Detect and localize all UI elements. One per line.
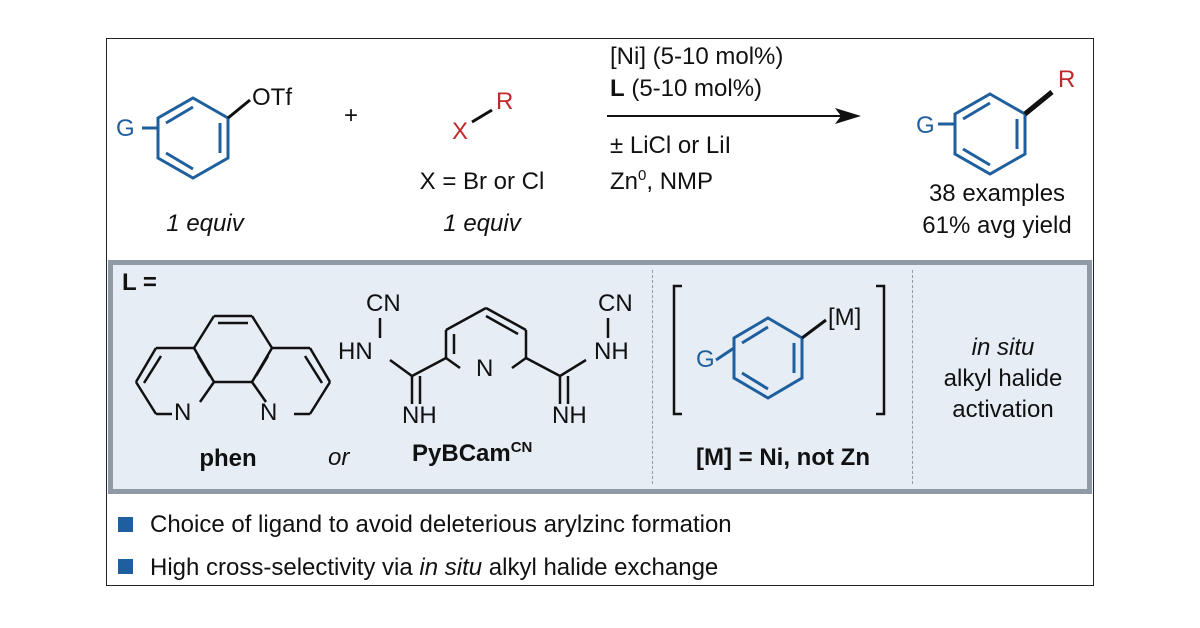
pybcam-structure (378, 306, 610, 404)
ligand-panel (108, 260, 1092, 494)
aryl-equiv-label: 1 equiv (166, 210, 244, 237)
phen-structure (134, 314, 332, 416)
pybcam-name: PyBCamCN (412, 440, 532, 466)
metal-identity-caption: [M] = Ni, not Zn (696, 444, 870, 471)
bullet-2-post: alkyl halide exchange (482, 554, 719, 581)
pybcam-name-sup: CN (510, 439, 533, 456)
arylmetal-g-label: G (696, 346, 715, 373)
catalyst-condition: [Ni] (5-10 mol%) (610, 43, 784, 70)
bullet-marker-2 (118, 559, 133, 574)
phen-n-right: N (260, 399, 278, 426)
average-yield: 61% avg yield (922, 212, 1072, 239)
panel-divider-2 (912, 270, 913, 484)
arylmetal-structure (672, 284, 886, 416)
pybcam-name-main: PyBCam (412, 440, 511, 467)
ligand-l-label: L (610, 75, 625, 102)
reductant-condition: Zn0, NMP (610, 168, 713, 194)
product-structure (938, 90, 1054, 176)
bullet-2-pre: High cross-selectivity via (150, 554, 420, 581)
alkyl-equiv-label: 1 equiv (443, 210, 521, 237)
otf-label: OTf (252, 84, 292, 111)
bullet-text-1: Choice of ligand to avoid deleterious ar… (150, 511, 732, 538)
activation-line-3: activation (952, 396, 1054, 423)
pybcam-pyridine-n: N (476, 355, 494, 382)
arylmetal-metal-label: [M] (828, 304, 862, 331)
examples-count: 38 examples (928, 180, 1066, 207)
aryl-g-label: G (116, 115, 135, 142)
ligand-condition: L (5-10 mol%) (610, 77, 762, 101)
product-r-label: R (1058, 66, 1076, 93)
alkyl-halide-bond (471, 108, 493, 124)
plus-sign: + (344, 102, 359, 129)
x-definition: X = Br or Cl (419, 168, 545, 195)
pybcam-imine-right: NH (552, 402, 587, 429)
zn-label: Zn (610, 168, 639, 195)
activation-line-1: in situ (971, 334, 1035, 361)
zn-oxidation-state: 0 (638, 167, 647, 184)
solvent-label: , NMP (646, 168, 714, 195)
or-label: or (328, 444, 350, 471)
alkyl-x-label: X (452, 118, 469, 145)
pybcam-cn-left: CN (366, 290, 401, 317)
phen-n-left: N (174, 399, 192, 426)
bullet-text-2: High cross-selectivity via in situ alkyl… (150, 556, 718, 580)
pybcam-hn-left: HN (338, 338, 373, 365)
ligand-label: L = (122, 269, 157, 296)
product-g-label: G (916, 112, 935, 139)
bullet-marker-1 (118, 517, 133, 532)
panel-divider-1 (652, 270, 653, 484)
pybcam-nh-right: NH (594, 338, 629, 365)
additive-condition: ± LiCl or LiI (610, 132, 732, 159)
alkyl-r-label: R (496, 88, 514, 115)
reaction-arrow (607, 108, 861, 124)
phen-name: phen (199, 445, 257, 472)
activation-line-2: alkyl halide (943, 365, 1063, 392)
bullet-2-italic: in situ (419, 554, 483, 581)
pybcam-imine-left: NH (402, 402, 437, 429)
ligand-loading: (5-10 mol%) (624, 75, 763, 102)
aryl-triflate-structure (142, 96, 251, 180)
pybcam-cn-right: CN (598, 290, 633, 317)
